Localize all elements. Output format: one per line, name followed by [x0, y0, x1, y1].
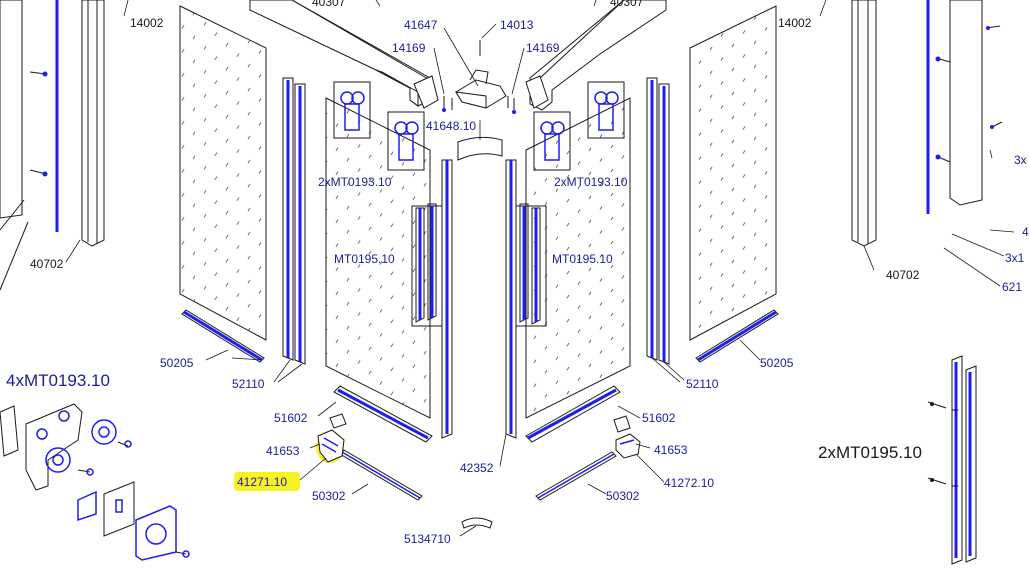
label-3x-b: 3x1 — [1005, 251, 1025, 265]
label-41271: 41271.10 — [237, 475, 287, 489]
bottom-guide-left-51602 — [333, 385, 433, 443]
label-50205-left: 50205 — [160, 356, 194, 370]
label-621: 621 — [1002, 280, 1022, 294]
label-2xmt0193-right: 2xMT0193.10 — [554, 175, 628, 189]
cover-41648 — [457, 136, 503, 161]
roller-box-right-1 — [533, 111, 571, 171]
label-50302-left: 50302 — [312, 489, 346, 503]
right-top-rail — [525, 0, 667, 111]
screws-14169 — [442, 40, 516, 114]
handle-41272 — [615, 433, 641, 459]
label-14013: 14013 — [500, 18, 534, 32]
corner-connector-41647 — [455, 69, 507, 109]
label-3x-a: 3x — [1014, 153, 1027, 167]
roller-box-left-1 — [333, 81, 371, 139]
label-4-edge: 4 — [1022, 225, 1029, 239]
mt0195-left — [411, 203, 443, 327]
label-40702-right: 40702 — [886, 268, 920, 282]
label-41647: 41647 — [404, 18, 438, 32]
highlight-41271-label — [234, 472, 300, 491]
leader-lines — [65, 0, 1015, 537]
label-50302-right: 50302 — [606, 489, 640, 503]
part-labels: 40307 40307 14002 14002 41647 14013 1416… — [6, 0, 1029, 546]
label-41653-left: 41653 — [266, 444, 300, 458]
seals-42352 — [441, 159, 517, 439]
label-41648: 41648.10 — [426, 119, 476, 133]
label-14169-left: 14169 — [392, 41, 426, 55]
left-top-rail — [249, 0, 439, 109]
bottom-guide-right-51602 — [525, 385, 621, 443]
left-sliding-glass — [325, 97, 431, 419]
label-52110-right: 52110 — [686, 377, 719, 391]
left-wall-profile — [0, 0, 105, 291]
label-50205-right: 50205 — [760, 356, 794, 370]
label-4xmt0193: 4xMT0193.10 — [6, 371, 110, 390]
label-2xmt0195: 2xMT0195.10 — [818, 443, 922, 462]
label-40307-right: 40307 — [610, 0, 644, 9]
label-14002-right: 14002 — [778, 16, 812, 30]
bottom-rod-right-50302 — [535, 451, 617, 501]
detail-magnetic-seal — [927, 355, 977, 565]
right-sliding-glass — [525, 97, 631, 419]
cap-5134710 — [461, 517, 493, 529]
label-14002-left: 14002 — [130, 16, 164, 30]
label-14169-right: 14169 — [526, 41, 560, 55]
label-mt0195-left: MT0195.10 — [334, 252, 395, 266]
left-fixed-glass — [179, 5, 267, 341]
clip-41653-right — [613, 415, 631, 433]
label-mt0195-right: MT0195.10 — [552, 252, 613, 266]
clip-41653-left — [329, 413, 347, 429]
bottom-rod-left-50302 — [339, 449, 423, 501]
label-51602-left: 51602 — [274, 411, 308, 425]
label-42352: 42352 — [460, 461, 494, 475]
bottom-seal-right-50205 — [695, 309, 779, 363]
label-52110-left: 52110 — [232, 377, 265, 391]
label-2xmt0193-left: 2xMT0193.10 — [318, 175, 392, 189]
right-wall-profile — [851, 0, 1003, 247]
label-41653-right: 41653 — [654, 443, 688, 457]
detail-roller-assembly — [0, 403, 190, 561]
handle-41271 — [317, 429, 345, 463]
roller-box-right-2 — [587, 81, 625, 139]
right-fixed-glass — [689, 5, 777, 341]
seals-52110 — [282, 77, 670, 365]
label-40702-left: 40702 — [30, 257, 64, 271]
roller-box-left-2 — [387, 111, 425, 171]
label-5134710: 5134710 — [404, 532, 451, 546]
label-41272: 41272.10 — [664, 476, 714, 490]
label-51602-right: 51602 — [642, 411, 676, 425]
mt0195-right — [515, 203, 547, 327]
bottom-seal-left-50205 — [181, 309, 265, 363]
label-40307-left: 40307 — [312, 0, 346, 9]
